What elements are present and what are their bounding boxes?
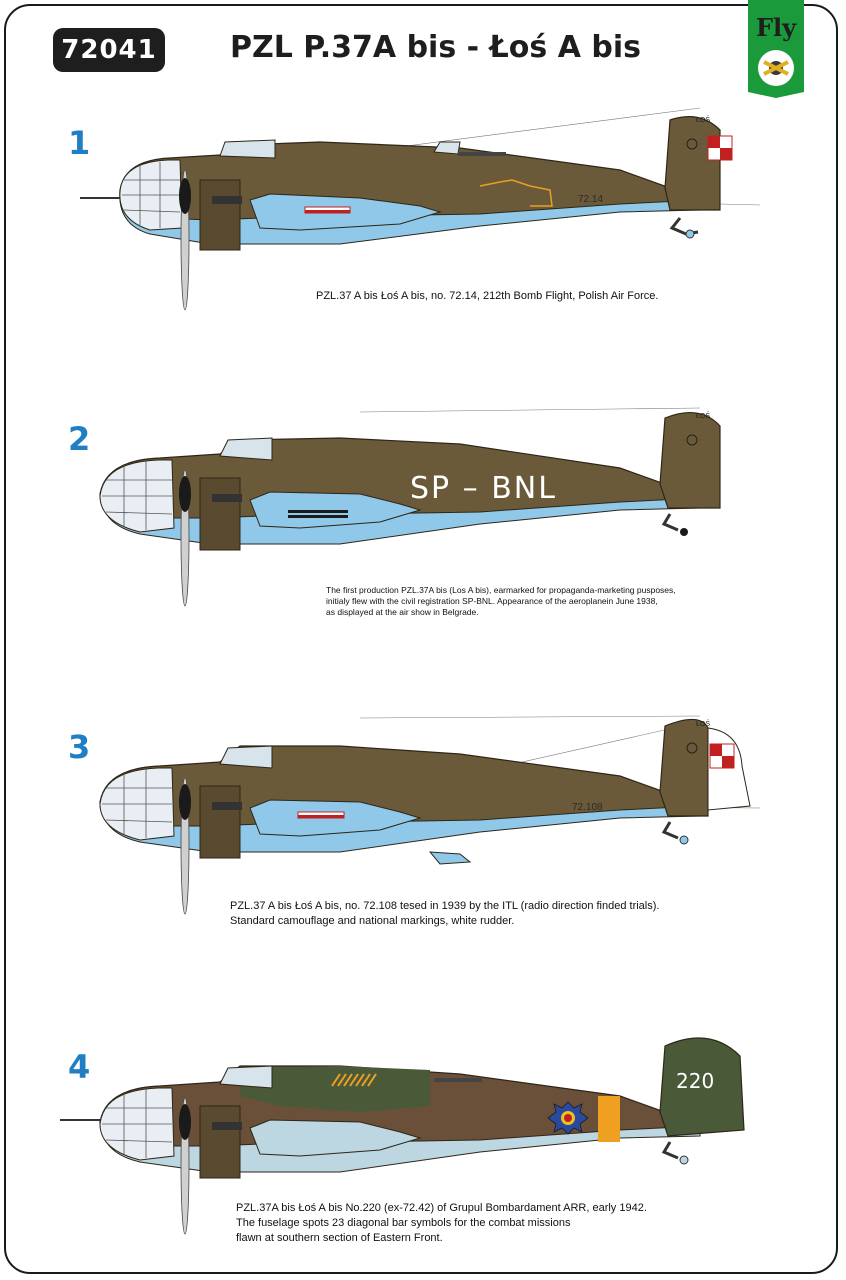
page-title: PZL P.37A bis - Łoś A bis (230, 30, 641, 65)
page-frame (4, 4, 838, 1274)
serial-3: 72.108 (572, 802, 603, 813)
caption-1: PZL.37 A bis Łoś A bis, no. 72.14, 212th… (316, 290, 659, 302)
fin-text-1: ŁOŚ (696, 115, 710, 124)
profile-number-1: 1 (68, 124, 91, 162)
profile-number-4: 4 (68, 1048, 91, 1086)
fin-text-3: ŁOŚ (696, 719, 710, 728)
profile-number-3: 3 (68, 728, 91, 766)
profile-number-2: 2 (68, 420, 91, 458)
aircraft-profile-3: 72.108 ŁOŚ (99, 715, 760, 915)
caption-3: PZL.37 A bis Łoś A bis, no. 72.108 tesed… (230, 900, 660, 927)
fin-text-2: ŁOŚ (696, 411, 710, 420)
fly-logo: Fly (748, 0, 804, 98)
fin-number-4: 220 (676, 1069, 714, 1093)
logo-text: Fly (756, 13, 797, 42)
aircraft-profile-2: SP – BNL ŁOŚ (99, 407, 721, 607)
aircraft-profile-4: 220 (60, 1037, 745, 1235)
registration-text: SP – BNL (410, 471, 557, 506)
caption-4: PZL.37A bis Łoś A bis No.220 (ex-72.42) … (236, 1202, 647, 1244)
kit-code-badge: 72041 (53, 28, 165, 72)
aircraft-profile-1: ŁOŚ 72.14 (80, 107, 760, 311)
caption-2: The first production PZL.37A bis (Los A … (326, 585, 676, 617)
serial-1: 72.14 (578, 194, 603, 205)
